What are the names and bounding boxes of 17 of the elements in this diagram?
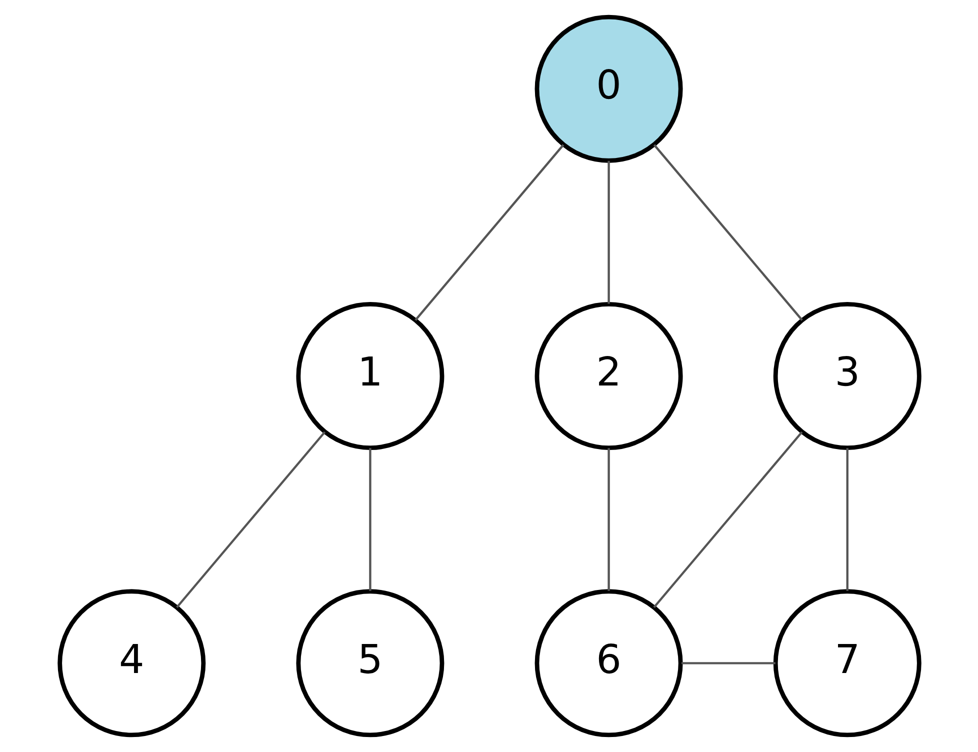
connector <box>607 448 610 591</box>
connector <box>176 431 326 608</box>
node-circle: 1 <box>296 302 444 450</box>
node-circle: 2 <box>534 302 682 450</box>
connector <box>846 448 848 591</box>
node-circle: 3 <box>772 302 921 450</box>
connector <box>681 662 775 664</box>
node-circle: 4 <box>57 589 206 738</box>
node-circle: 5 <box>296 589 444 738</box>
connector <box>652 431 802 608</box>
connector <box>414 144 564 321</box>
connector <box>652 144 802 321</box>
connector <box>607 160 610 304</box>
node-circle: 6 <box>534 589 682 738</box>
node-circle: 0 <box>534 14 682 163</box>
node-circle: 7 <box>772 589 921 738</box>
connector <box>368 448 371 591</box>
